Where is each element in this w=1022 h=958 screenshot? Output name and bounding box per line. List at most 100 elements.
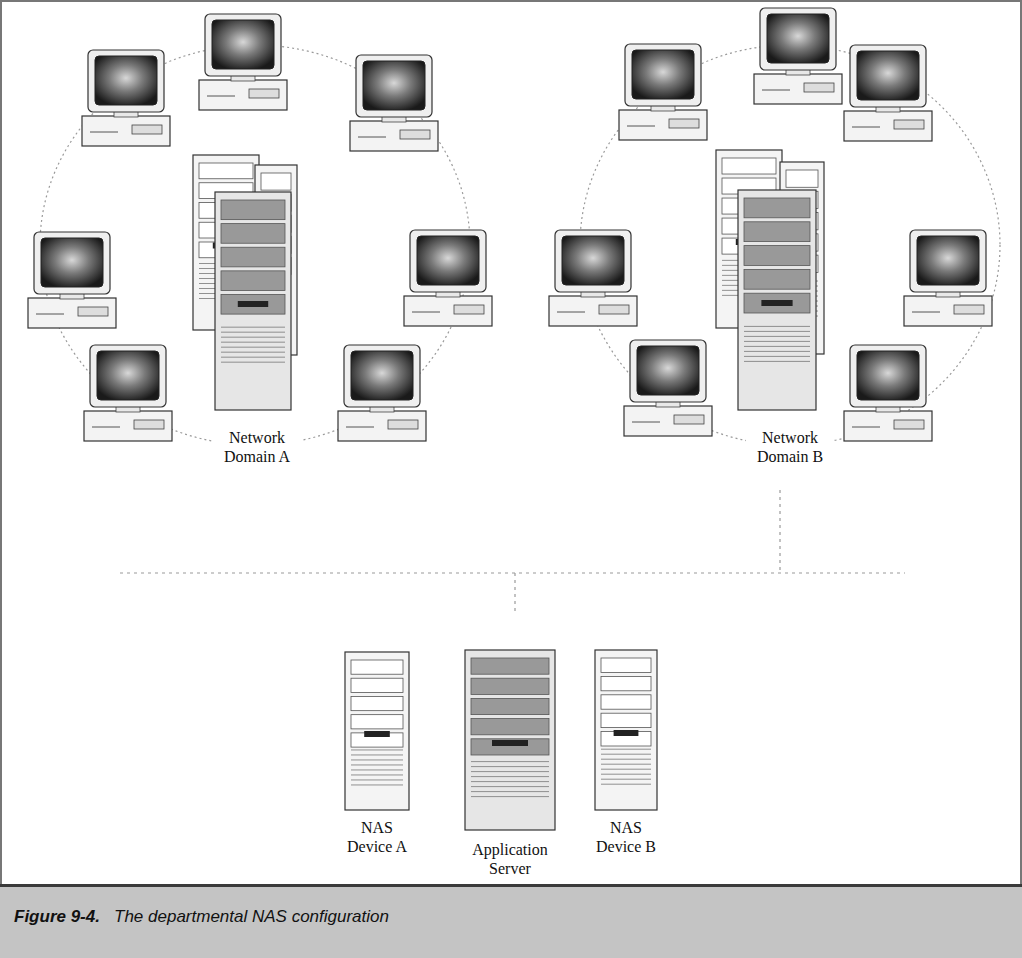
drive-bay: [454, 305, 484, 314]
drive-bay: [894, 420, 924, 429]
vent-line: [351, 754, 403, 755]
drive-bay: [744, 269, 810, 289]
figure-number: Figure 9-4.: [14, 907, 100, 927]
desktop-case: [904, 296, 992, 326]
drive-bay: [351, 660, 403, 674]
drive-bay: [471, 658, 549, 674]
server-tower: [738, 190, 816, 410]
drive-slot: [762, 90, 790, 91]
drive-bay: [351, 678, 403, 692]
desktop-case: [754, 74, 842, 104]
monitor-screen: [857, 51, 919, 100]
workstation: [350, 55, 438, 151]
workstation: [84, 345, 172, 441]
panel-strip: [614, 730, 639, 736]
network-link: [514, 573, 515, 612]
monitor-frame: [555, 230, 631, 292]
monitor-frame: [90, 345, 166, 407]
vent-line: [221, 352, 285, 353]
vent-line: [471, 776, 549, 777]
vent-line: [221, 337, 285, 338]
drive-bay: [471, 719, 549, 735]
workstation: [624, 340, 712, 436]
drive-slot: [557, 312, 585, 313]
drive-bay: [132, 125, 162, 134]
drive-bay: [954, 305, 984, 314]
monitor-frame: [356, 55, 432, 117]
drive-bay: [400, 130, 430, 139]
figure-frame: [1, 1, 1021, 885]
drive-bay: [471, 698, 549, 714]
vent-line: [744, 351, 810, 352]
domain-label: Network Domain A: [213, 428, 301, 466]
drive-bay: [351, 696, 403, 710]
tower-body: [215, 192, 291, 410]
vent-line: [744, 341, 810, 342]
drive-bay: [601, 658, 651, 672]
panel-strip: [761, 300, 792, 306]
workstation: [549, 230, 637, 326]
vent-line: [601, 779, 651, 780]
monitor-screen: [363, 61, 425, 110]
tower-body: [465, 650, 555, 830]
vent-line: [471, 761, 549, 762]
vent-line: [601, 764, 651, 765]
workstation: [28, 232, 116, 328]
panel-strip: [492, 740, 528, 746]
vent-line: [601, 784, 651, 785]
tower-body: [738, 190, 816, 410]
network-ring: [580, 45, 1000, 445]
monitor-frame: [34, 232, 110, 294]
monitor-screen: [562, 236, 624, 285]
drive-slot: [358, 137, 386, 138]
vent-line: [351, 749, 403, 750]
vent-line: [601, 774, 651, 775]
network-backbone: [120, 572, 905, 573]
monitor-frame: [88, 50, 164, 112]
drive-bay: [786, 170, 818, 187]
vent-line: [744, 331, 810, 332]
monitor-frame: [850, 45, 926, 107]
drive-slot: [92, 427, 120, 428]
monitor-screen: [95, 56, 157, 105]
device-label: Application Server: [460, 840, 560, 878]
drive-bay: [388, 420, 418, 429]
monitor-frame: [850, 345, 926, 407]
vent-line: [351, 774, 403, 775]
server-tower: [465, 650, 555, 830]
vent-line: [351, 764, 403, 765]
desktop-case: [844, 111, 932, 141]
monitor-screen: [417, 236, 479, 285]
monitor-frame: [410, 230, 486, 292]
drive-bay: [261, 173, 291, 190]
workstation: [754, 8, 842, 104]
vent-line: [351, 759, 403, 760]
drive-slot: [912, 312, 940, 313]
tower-body: [595, 650, 657, 810]
vent-line: [601, 754, 651, 755]
workstation: [904, 230, 992, 326]
drive-slot: [852, 127, 880, 128]
vent-line: [471, 796, 549, 797]
drive-bay: [199, 163, 253, 179]
drive-bay: [78, 307, 108, 316]
monitor-frame: [910, 230, 986, 292]
caption-bar: Figure 9-4.The departmental NAS configur…: [0, 884, 1022, 958]
drive-bay: [669, 119, 699, 128]
domain-label: Network Domain B: [746, 428, 834, 466]
workstation: [199, 14, 287, 110]
drive-bay: [221, 271, 285, 291]
drive-bay: [249, 89, 279, 98]
drive-bay: [221, 294, 285, 314]
drive-bay: [351, 715, 403, 729]
vent-line: [471, 771, 549, 772]
desktop-case: [338, 411, 426, 441]
server-tower: [345, 652, 409, 810]
drive-bay: [744, 246, 810, 266]
monitor-frame: [630, 340, 706, 402]
vent-line: [744, 336, 810, 337]
monitor-frame: [205, 14, 281, 76]
drive-bay: [744, 222, 810, 242]
monitor-screen: [917, 236, 979, 285]
vent-line: [221, 347, 285, 348]
